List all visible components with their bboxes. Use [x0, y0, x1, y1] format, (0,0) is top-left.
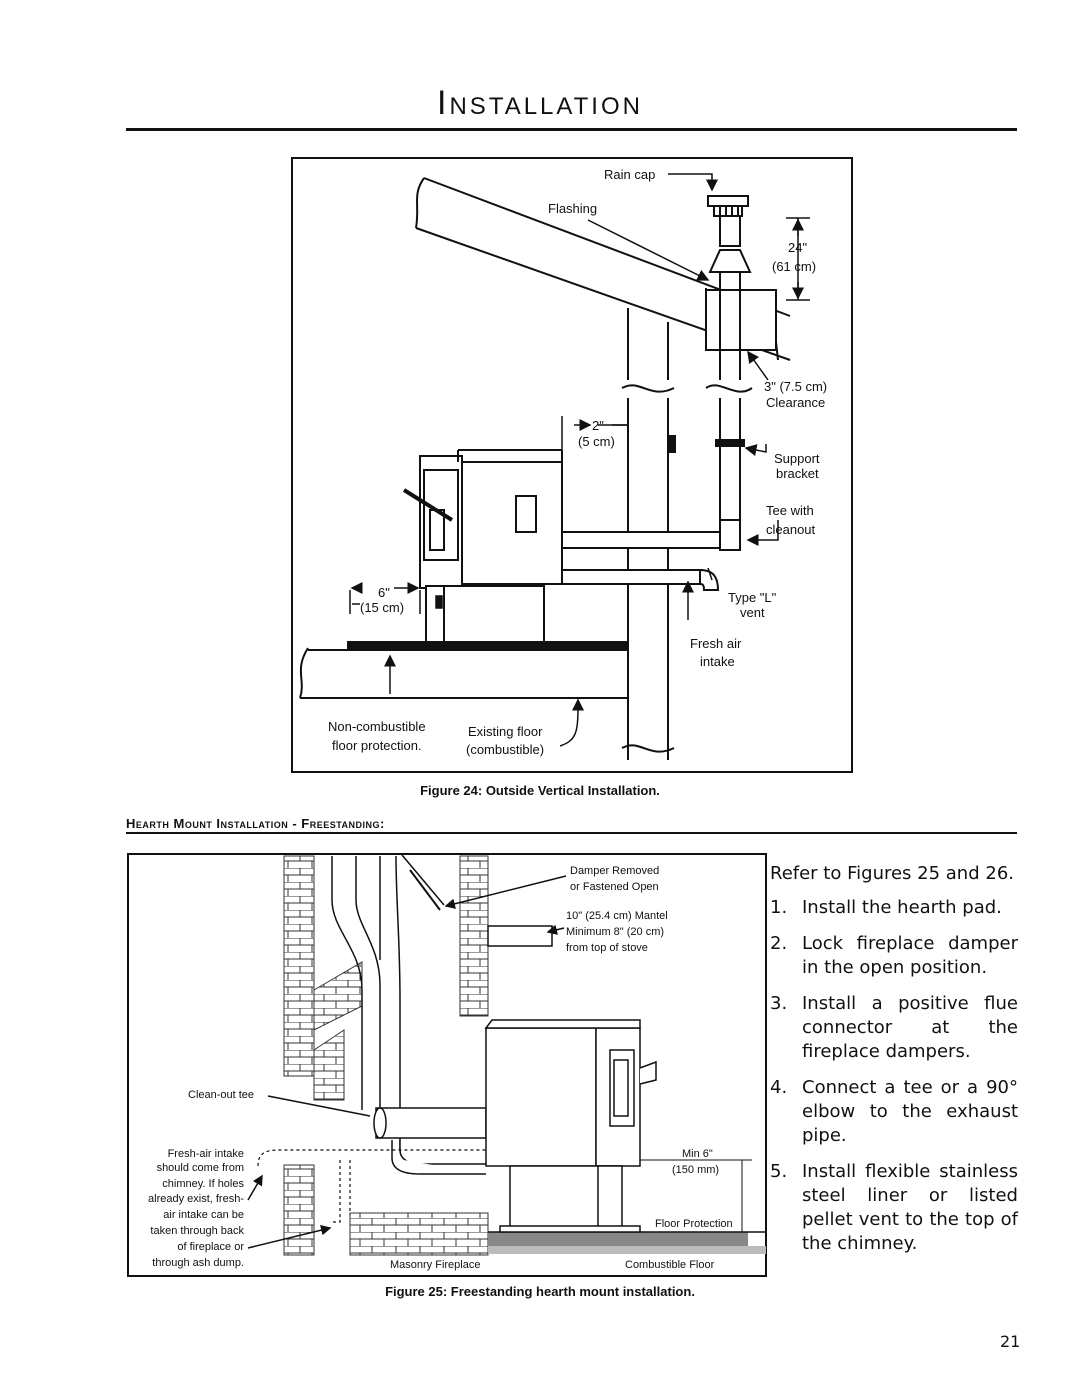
- label-type-l-2: vent: [740, 605, 765, 620]
- list-item: 1.Install the hearth pad.: [770, 897, 1002, 918]
- vent-pipe: [707, 195, 752, 551]
- installation-steps: Refer to Figures 25 and 26. 1.Install th…: [770, 862, 1018, 1268]
- figure-24-leaders: [349, 173, 810, 747]
- label-existing-floor-2: (combustible): [466, 742, 544, 757]
- page-number: 21: [1000, 1332, 1021, 1351]
- label-tee-1: Tee with: [766, 503, 814, 518]
- label-fresh-air-7: of fireplace or: [177, 1241, 244, 1253]
- title-rule: [126, 128, 1017, 131]
- label-clearance-2: Clearance: [766, 395, 825, 410]
- label-clean-out-tee: Clean-out tee: [188, 1089, 254, 1101]
- label-tee-2: cleanout: [766, 522, 816, 537]
- figure-25-diagram: Damper Removed or Fastened Open 10" (25.…: [127, 853, 767, 1277]
- label-fresh-air-1: Fresh air: [690, 636, 742, 651]
- label-fresh-air-5: air intake can be: [163, 1209, 244, 1221]
- label-fresh-air-1: Fresh-air intake: [168, 1148, 244, 1160]
- exhaust-pipes: [561, 531, 721, 591]
- figure-24-frame: [291, 157, 853, 773]
- label-dim-15cm: (15 cm): [360, 600, 404, 615]
- label-fresh-air-2: intake: [700, 654, 735, 669]
- label-min-6: Min 6": [682, 1148, 713, 1160]
- list-item: 3.Install a positive flue connector at t…: [770, 993, 1018, 1062]
- figure-24-caption: Figure 24: Outside Vertical Installation…: [420, 783, 660, 798]
- flue-liner: [331, 854, 445, 1150]
- label-damper-2: or Fastened Open: [570, 881, 659, 893]
- hearth-floor: [488, 1231, 766, 1254]
- fresh-air-path: [257, 1149, 486, 1223]
- label-fresh-air-6: taken through back: [150, 1225, 244, 1237]
- label-mantel-1: 10" (25.4 cm) Mantel: [566, 910, 668, 922]
- label-dim-24: 24": [788, 240, 807, 255]
- mantel: [487, 925, 553, 947]
- steps-list: 1.Install the hearth pad. 2.Lock firepla…: [770, 896, 1018, 1256]
- chimney-masonry: [283, 855, 489, 1256]
- stove-freestanding: [484, 1019, 657, 1233]
- label-rain-cap: Rain cap: [604, 167, 655, 182]
- label-type-l-1: Type "L": [728, 590, 777, 605]
- label-floor-protection: Floor Protection: [655, 1218, 733, 1230]
- label-min-150mm: (150 mm): [672, 1164, 719, 1176]
- figure-25-caption: Figure 25: Freestanding hearth mount ins…: [385, 1284, 695, 1299]
- label-fresh-air-2: should come from: [157, 1162, 244, 1174]
- label-fresh-air-3: chimney. If holes: [162, 1178, 244, 1190]
- stove: [402, 449, 563, 643]
- label-support-2: bracket: [776, 466, 819, 481]
- section-heading: Hearth Mount Installation - Freestanding…: [126, 816, 385, 831]
- label-support-1: Support: [774, 451, 820, 466]
- label-dim-2: 2": [592, 418, 604, 433]
- label-non-combustible-2: floor protection.: [332, 738, 422, 753]
- label-fresh-air-4: already exist, fresh-: [148, 1193, 244, 1205]
- label-clearance-1: 3" (7.5 cm): [764, 379, 827, 394]
- figure-25-leaders: [247, 875, 567, 1249]
- label-dim-61cm: (61 cm): [772, 259, 816, 274]
- label-combustible-floor: Combustible Floor: [625, 1259, 715, 1271]
- label-mantel-2: Minimum 8" (20 cm): [566, 926, 664, 938]
- connector-pipes: [373, 1107, 487, 1175]
- label-dim-5cm: (5 cm): [578, 434, 615, 449]
- label-fresh-air-8: through ash dump.: [152, 1257, 244, 1269]
- label-damper-1: Damper Removed: [570, 865, 659, 877]
- label-non-combustible-1: Non-combustible: [328, 719, 426, 734]
- figure-24-diagram: Rain cap Flashing 24" (61 cm) 3" (7.5 cm…: [291, 157, 853, 773]
- label-flashing: Flashing: [548, 201, 597, 216]
- label-existing-floor-1: Existing floor: [468, 724, 543, 739]
- label-masonry-fireplace: Masonry Fireplace: [390, 1259, 480, 1271]
- min-6-dimension: [640, 1159, 752, 1232]
- list-item: 2.Lock fireplace damper in the open posi…: [770, 933, 1018, 978]
- section-rule: [126, 832, 1017, 834]
- page-title: Installation: [437, 84, 643, 122]
- figure-25-frame: [127, 853, 767, 1277]
- label-mantel-3: from top of stove: [566, 942, 648, 954]
- label-dim-6: 6": [378, 585, 390, 600]
- floor: [299, 641, 629, 699]
- list-item: 4.Connect a tee or a 90° elbow to the ex…: [770, 1077, 1018, 1146]
- steps-intro: Refer to Figures 25 and 26.: [770, 863, 1014, 884]
- list-item: 5.Install flexible stainless steel liner…: [770, 1161, 1018, 1254]
